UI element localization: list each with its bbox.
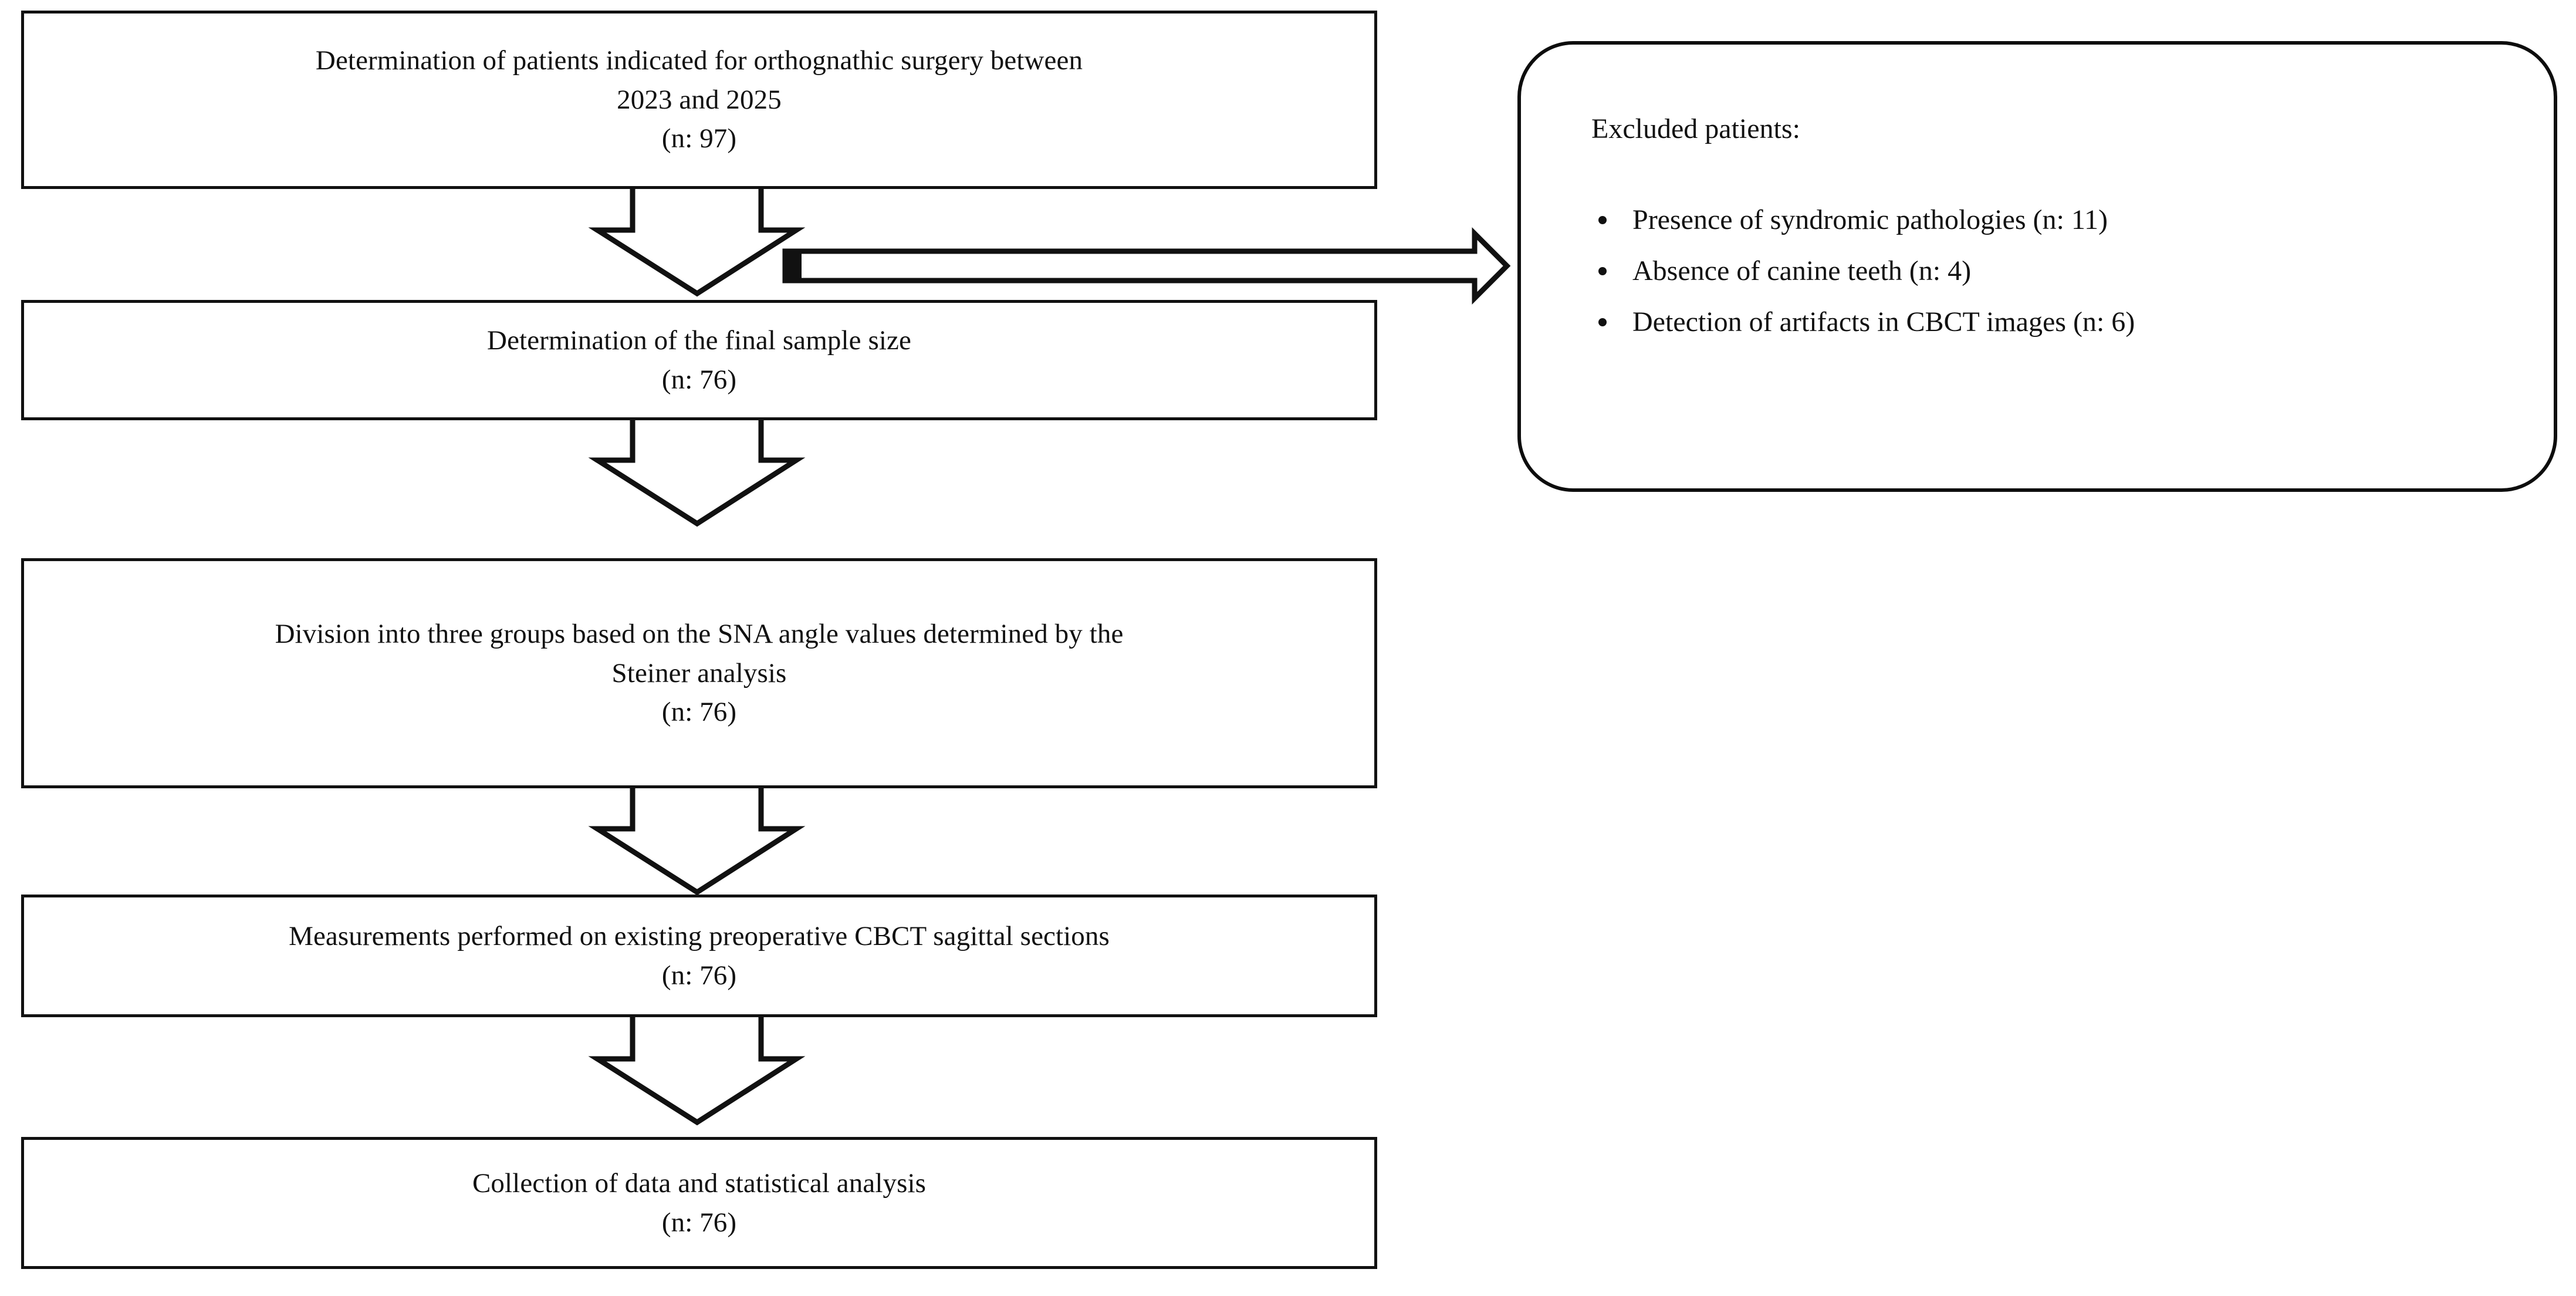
flow-box-enrollment[interactable]: Determination of patients indicated for … — [21, 11, 1377, 189]
flow-box-measurements[interactable]: Measurements performed on existing preop… — [21, 895, 1377, 1017]
excluded-patients-title: Excluded patients: — [1591, 113, 1800, 144]
flow-box-grouping[interactable]: Division into three groups based on the … — [21, 558, 1377, 788]
excluded-patients-list: Presence of syndromic pathologies (n: 11… — [1591, 202, 2513, 340]
bullet-icon — [1598, 215, 1607, 224]
excluded-list-item: Presence of syndromic pathologies (n: 11… — [1591, 202, 2513, 238]
excluded-patients-box[interactable]: Excluded patients: Presence of syndromic… — [1517, 41, 2557, 492]
excluded-list-item-text: Absence of canine teeth (n: 4) — [1632, 255, 1972, 287]
flow-box-final-sample-text: Determination of the final sample size (… — [487, 325, 911, 395]
flow-box-analysis-text: Collection of data and statistical analy… — [472, 1167, 927, 1238]
bullet-icon — [1598, 318, 1607, 327]
arrow-step2-to-step3 — [588, 403, 806, 527]
arrow-step4-to-step5 — [588, 1002, 806, 1126]
excluded-list-item: Absence of canine teeth (n: 4) — [1591, 253, 2513, 289]
flow-box-enrollment-text: Determination of patients indicated for … — [315, 45, 1083, 154]
arrow-step1-to-excluded — [782, 227, 1511, 305]
flow-box-analysis[interactable]: Collection of data and statistical analy… — [21, 1137, 1377, 1269]
excluded-list-item-text: Presence of syndromic pathologies (n: 11… — [1632, 204, 2108, 235]
arrow-step1-to-step2 — [588, 173, 806, 297]
arrow-step3-to-step4 — [588, 772, 806, 896]
excluded-list-item-text: Detection of artifacts in CBCT images (n… — [1632, 306, 2135, 338]
bullet-icon — [1598, 267, 1607, 276]
flow-box-grouping-text: Division into three groups based on the … — [275, 618, 1124, 728]
flow-box-measurements-text: Measurements performed on existing preop… — [289, 920, 1110, 991]
flow-box-final-sample[interactable]: Determination of the final sample size (… — [21, 300, 1377, 420]
excluded-list-item: Detection of artifacts in CBCT images (n… — [1591, 304, 2513, 340]
excluded-patients-content: Excluded patients: Presence of syndromic… — [1591, 112, 2513, 356]
